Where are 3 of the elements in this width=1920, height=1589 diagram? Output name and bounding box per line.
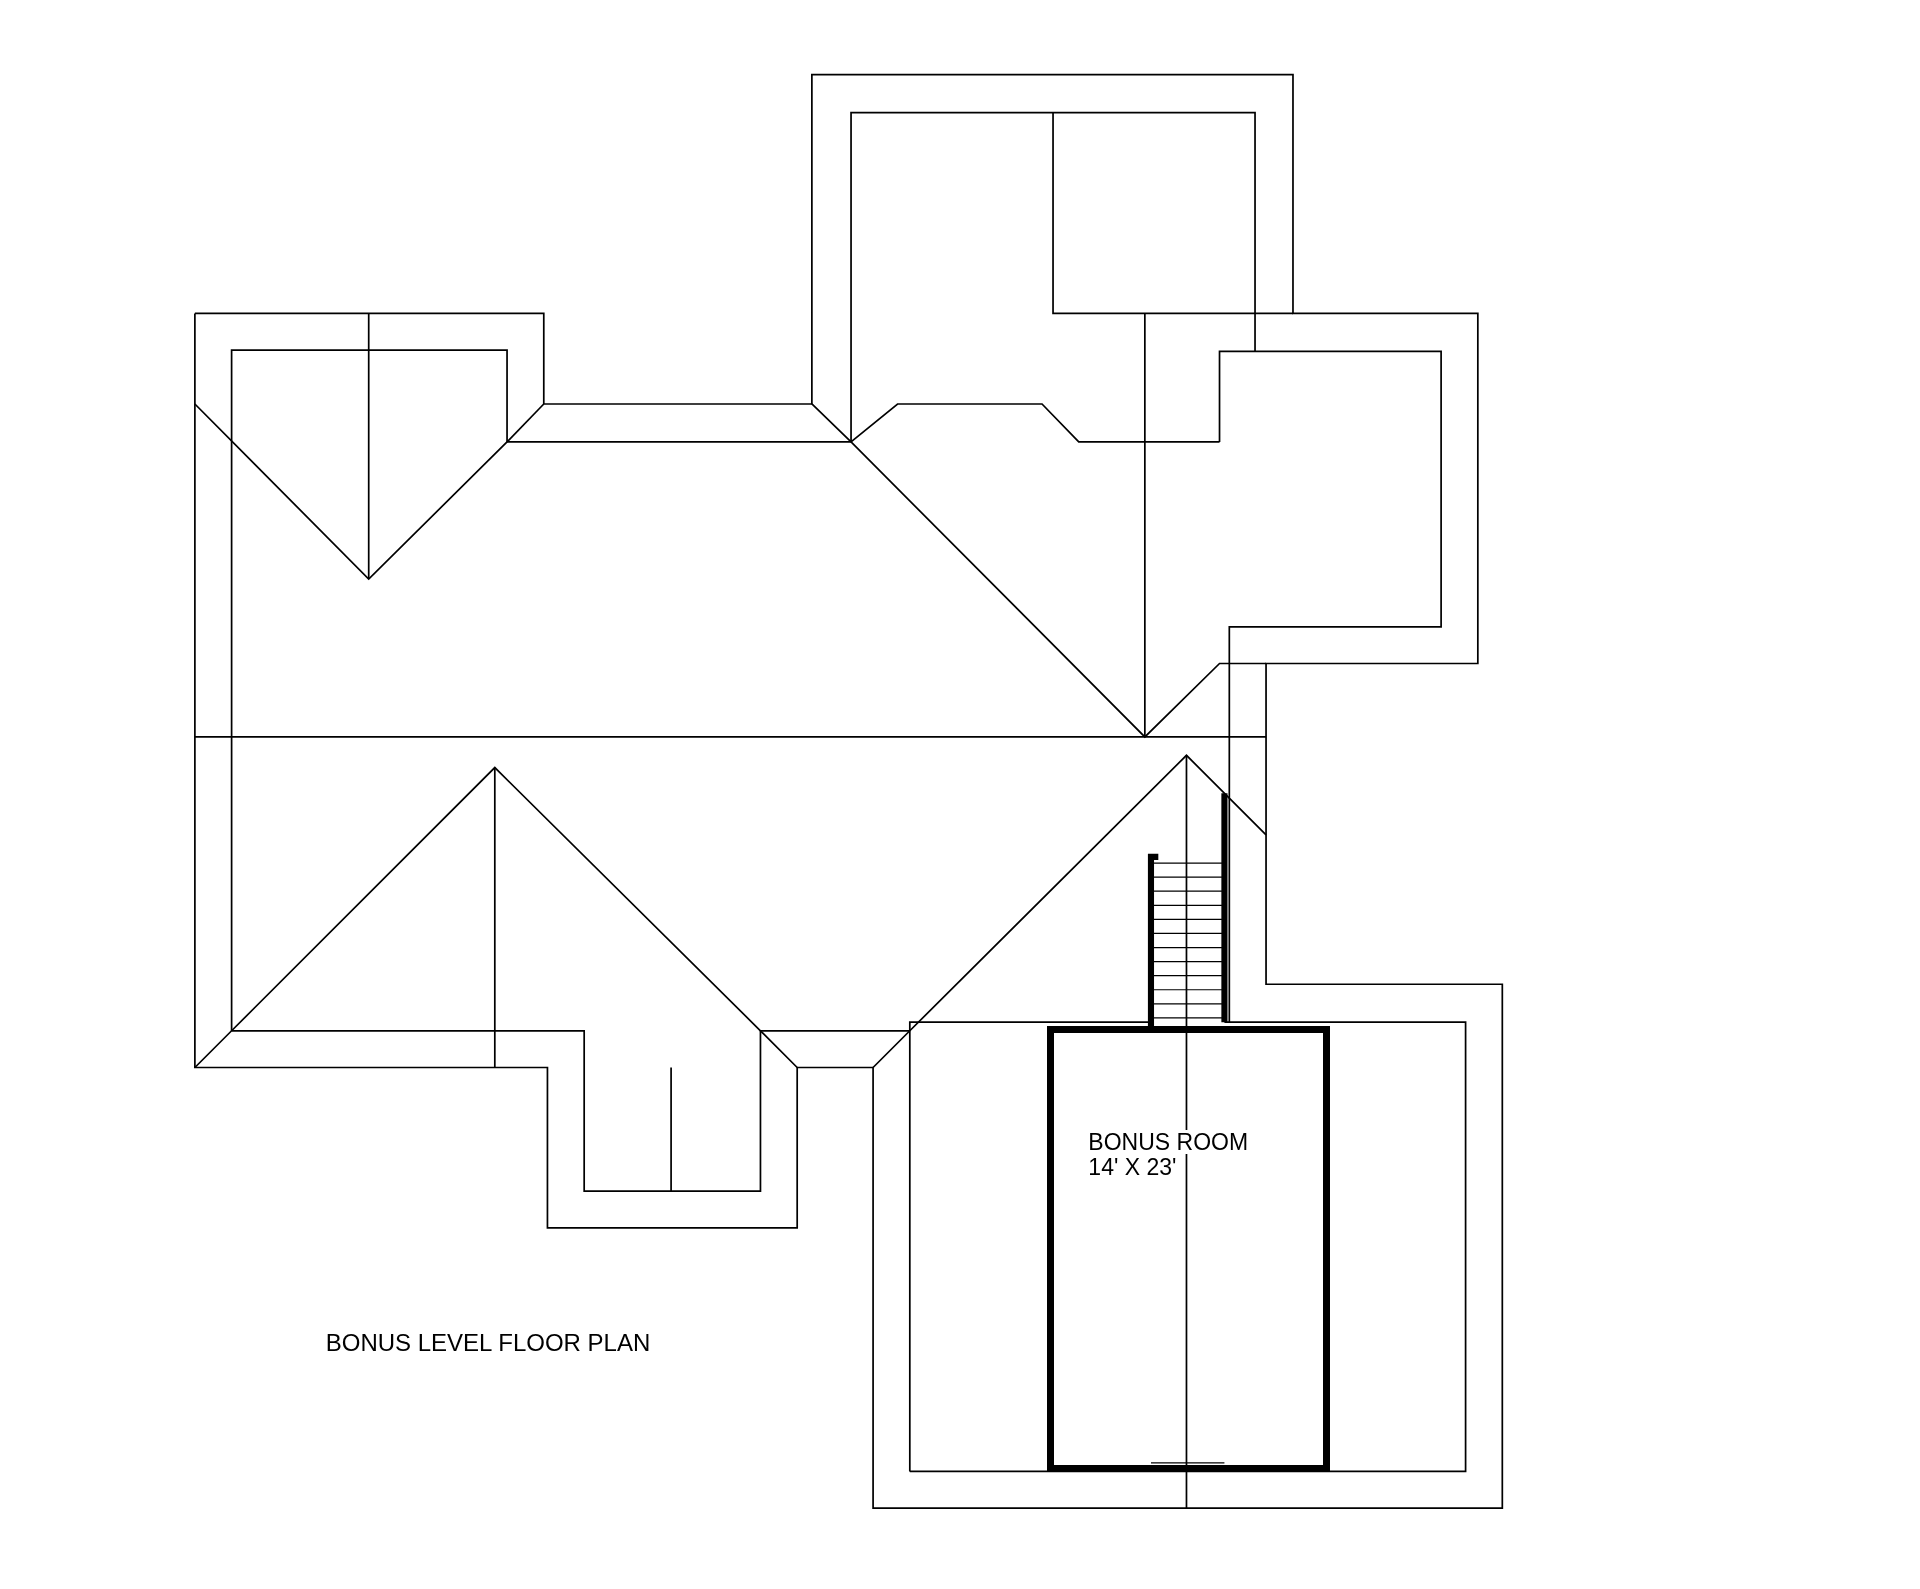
room-name: BONUS ROOM: [1087, 1130, 1250, 1155]
plan-title: BONUS LEVEL FLOOR PLAN: [325, 1328, 651, 1357]
room-walls: [1046, 1026, 1330, 1472]
